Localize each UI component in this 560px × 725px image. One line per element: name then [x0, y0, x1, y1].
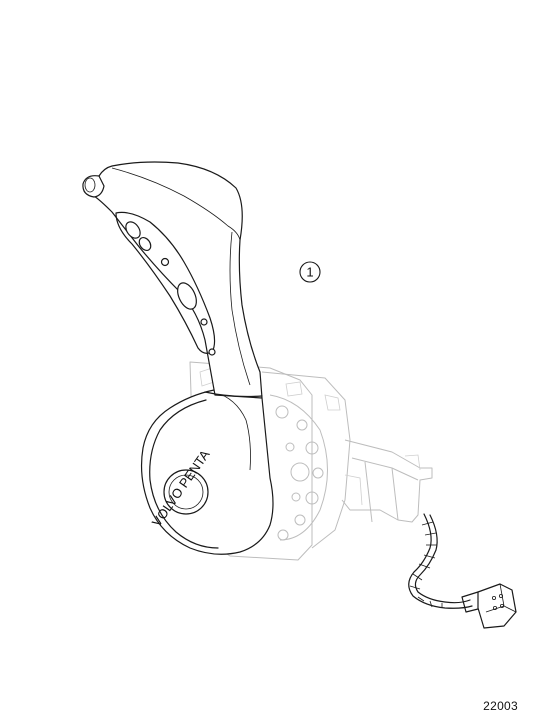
figure-number: 22003 [483, 699, 518, 713]
lever-handle: VOLVO PENTA [82, 161, 274, 555]
callout-1: 1 [299, 261, 321, 283]
callout-circle [299, 261, 321, 283]
mounting-bracket [189, 361, 433, 561]
callout-number: 1 [306, 265, 313, 280]
wiring-harness [408, 513, 517, 629]
